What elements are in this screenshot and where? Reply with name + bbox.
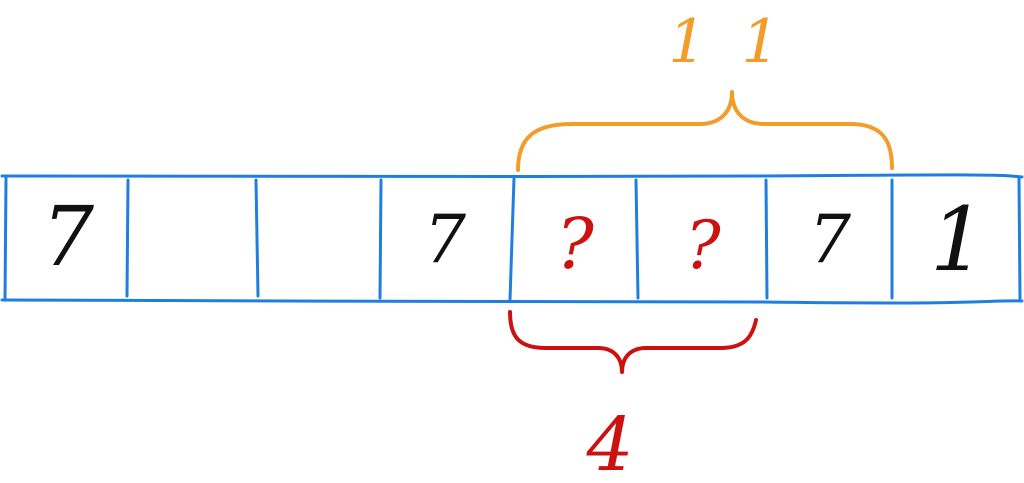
cell-divider xyxy=(634,178,640,300)
cell-strip xyxy=(0,173,1024,305)
cell-divider xyxy=(378,178,383,300)
bottom-brace-label: 4 xyxy=(585,402,633,483)
cell-value: 7 xyxy=(42,190,95,285)
cell-value: ? xyxy=(685,207,721,284)
cell-values: 7 7 ? ? 7 1 xyxy=(42,188,986,291)
strip-top-border xyxy=(0,173,1024,179)
bottom-brace: 4 xyxy=(508,310,758,483)
strip-left-edge xyxy=(3,176,8,301)
strip-right-edge xyxy=(1017,176,1022,301)
cell-value: 7 xyxy=(424,201,466,278)
top-brace: 1 1 xyxy=(516,7,894,172)
cell-divider xyxy=(125,178,130,298)
cell-value: 7 xyxy=(809,201,851,278)
cell-value: ? xyxy=(556,203,594,285)
bottom-curly-brace xyxy=(508,310,758,374)
cell-divider xyxy=(254,178,260,298)
top-curly-brace xyxy=(516,90,894,172)
cell-value: 1 xyxy=(930,188,986,291)
cell-divider xyxy=(764,178,769,300)
cell-divider xyxy=(508,176,516,302)
top-brace-label: 1 1 xyxy=(668,7,787,77)
strip-bottom-border xyxy=(0,298,1024,305)
